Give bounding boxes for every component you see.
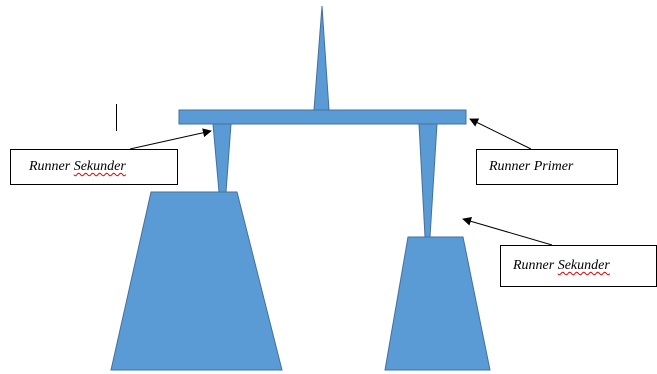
left-secondary-runner: [212, 123, 232, 193]
label-word: Runner: [489, 159, 531, 174]
label-word: Primer: [533, 159, 574, 174]
left-cavity: [110, 191, 283, 371]
label-word: Runner: [29, 159, 71, 174]
right-secondary-runner: [418, 123, 438, 238]
arrow-runner-primer: [469, 118, 532, 150]
label-word-misspelled: Sekunder: [73, 159, 126, 174]
arrow-runner-sekunder-right: [462, 216, 553, 246]
label-runner-sekunder-right: Runner Sekunder: [500, 245, 657, 287]
label-word-misspelled: Sekunder: [557, 258, 610, 273]
sprue: [313, 5, 330, 111]
text-cursor: [116, 104, 117, 131]
right-cavity: [384, 236, 491, 371]
label-word: Runner: [513, 258, 555, 273]
label-runner-sekunder-left: Runner Sekunder: [10, 149, 178, 185]
arrow-runner-sekunder-left: [129, 128, 212, 150]
label-runner-primer: Runner Primer: [476, 149, 618, 185]
primary-runner-bar: [178, 109, 467, 125]
